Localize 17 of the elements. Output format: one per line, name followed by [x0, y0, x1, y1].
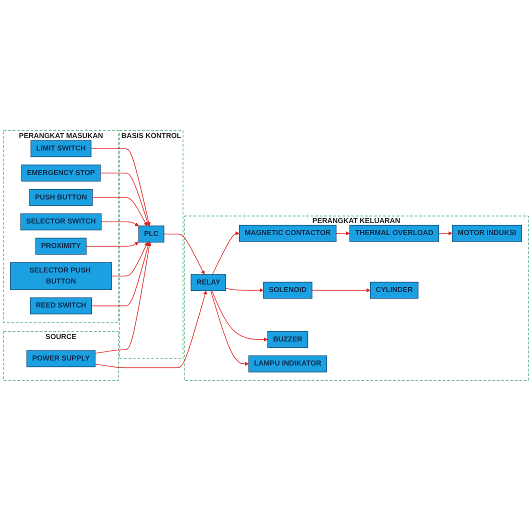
arrow: [90, 148, 151, 226]
arrow: [91, 242, 150, 307]
arrow: [210, 290, 249, 366]
arrow: [86, 242, 139, 247]
arrow: [312, 288, 370, 293]
arrow: [92, 198, 148, 226]
arrow: [225, 288, 264, 293]
arrow: [100, 222, 139, 227]
arrow: [212, 232, 240, 276]
arrow: [438, 232, 452, 236]
arrow: [100, 173, 150, 226]
arrow: [94, 242, 152, 354]
arrow: [111, 242, 148, 277]
arrow: [164, 234, 205, 276]
arrow: [336, 232, 350, 236]
arrow: [212, 290, 268, 342]
arrow: [94, 290, 208, 368]
